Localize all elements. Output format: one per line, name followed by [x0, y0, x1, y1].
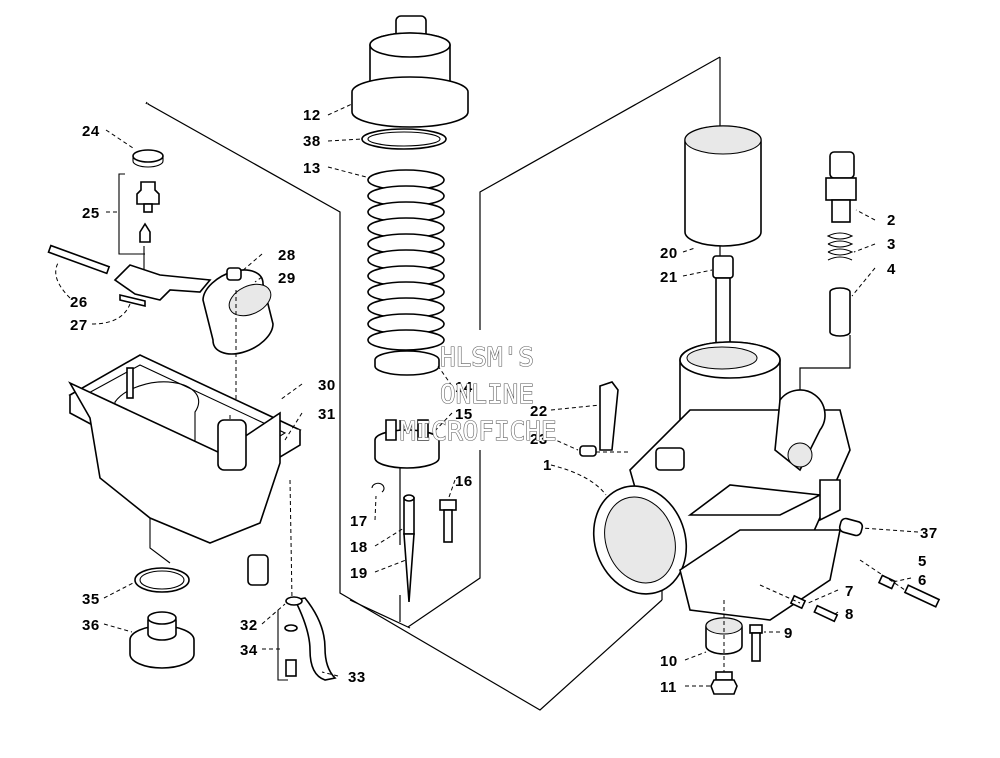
callout-27: 27 — [70, 317, 88, 334]
callout-29: 29 — [278, 270, 296, 287]
slide-column-group — [351, 15, 469, 603]
watermark: HLSM'S ONLINE MICROFICHE — [399, 342, 557, 447]
callout-5: 5 — [918, 553, 927, 570]
callout-25: 25 — [82, 205, 100, 222]
callout-37: 37 — [920, 525, 938, 542]
callout-31: 31 — [318, 406, 336, 423]
callout-36: 36 — [82, 617, 100, 634]
callout-14: 14 — [455, 379, 473, 396]
callout-18: 18 — [350, 539, 368, 556]
callout-17: 17 — [350, 513, 368, 530]
callout-12: 12 — [303, 107, 321, 124]
callout-38: 38 — [303, 133, 321, 150]
callout-3: 3 — [887, 236, 896, 253]
callout-24: 24 — [82, 123, 100, 140]
callout-22: 22 — [530, 403, 548, 420]
assembly-outline-lines — [145, 56, 851, 711]
callout-26: 26 — [70, 294, 88, 311]
callout-23: 23 — [530, 431, 548, 448]
callout-13: 13 — [303, 160, 321, 177]
watermark-line-3: MICROFICHE — [400, 417, 557, 447]
callout-labels: 1 2 3 4 5 6 7 8 9 10 11 12 13 14 15 16 1… — [70, 107, 938, 696]
carb-body-group — [579, 125, 941, 695]
callout-35: 35 — [82, 591, 100, 608]
callout-32: 32 — [240, 617, 258, 634]
leader-lines — [55, 103, 919, 687]
callout-7: 7 — [845, 583, 854, 600]
callout-33: 33 — [348, 669, 366, 686]
callout-9: 9 — [784, 625, 793, 642]
callout-28: 28 — [278, 247, 296, 264]
callout-19: 19 — [350, 565, 368, 582]
callout-11: 11 — [660, 679, 677, 696]
callout-10: 10 — [660, 653, 678, 670]
callout-2: 2 — [887, 212, 896, 229]
callout-15: 15 — [455, 406, 473, 423]
callout-34: 34 — [240, 642, 258, 659]
watermark-line-2: ONLINE — [440, 380, 534, 410]
callout-16: 16 — [455, 473, 473, 490]
callout-8: 8 — [845, 606, 854, 623]
callout-4: 4 — [887, 261, 896, 278]
watermark-line-1: HLSM'S — [440, 343, 534, 373]
callout-1: 1 — [543, 457, 552, 474]
float-bowl-group — [47, 149, 337, 681]
callout-6: 6 — [918, 572, 927, 589]
callout-30: 30 — [318, 377, 336, 394]
callout-21: 21 — [660, 269, 678, 286]
callout-20: 20 — [660, 245, 678, 262]
spring — [367, 169, 445, 351]
